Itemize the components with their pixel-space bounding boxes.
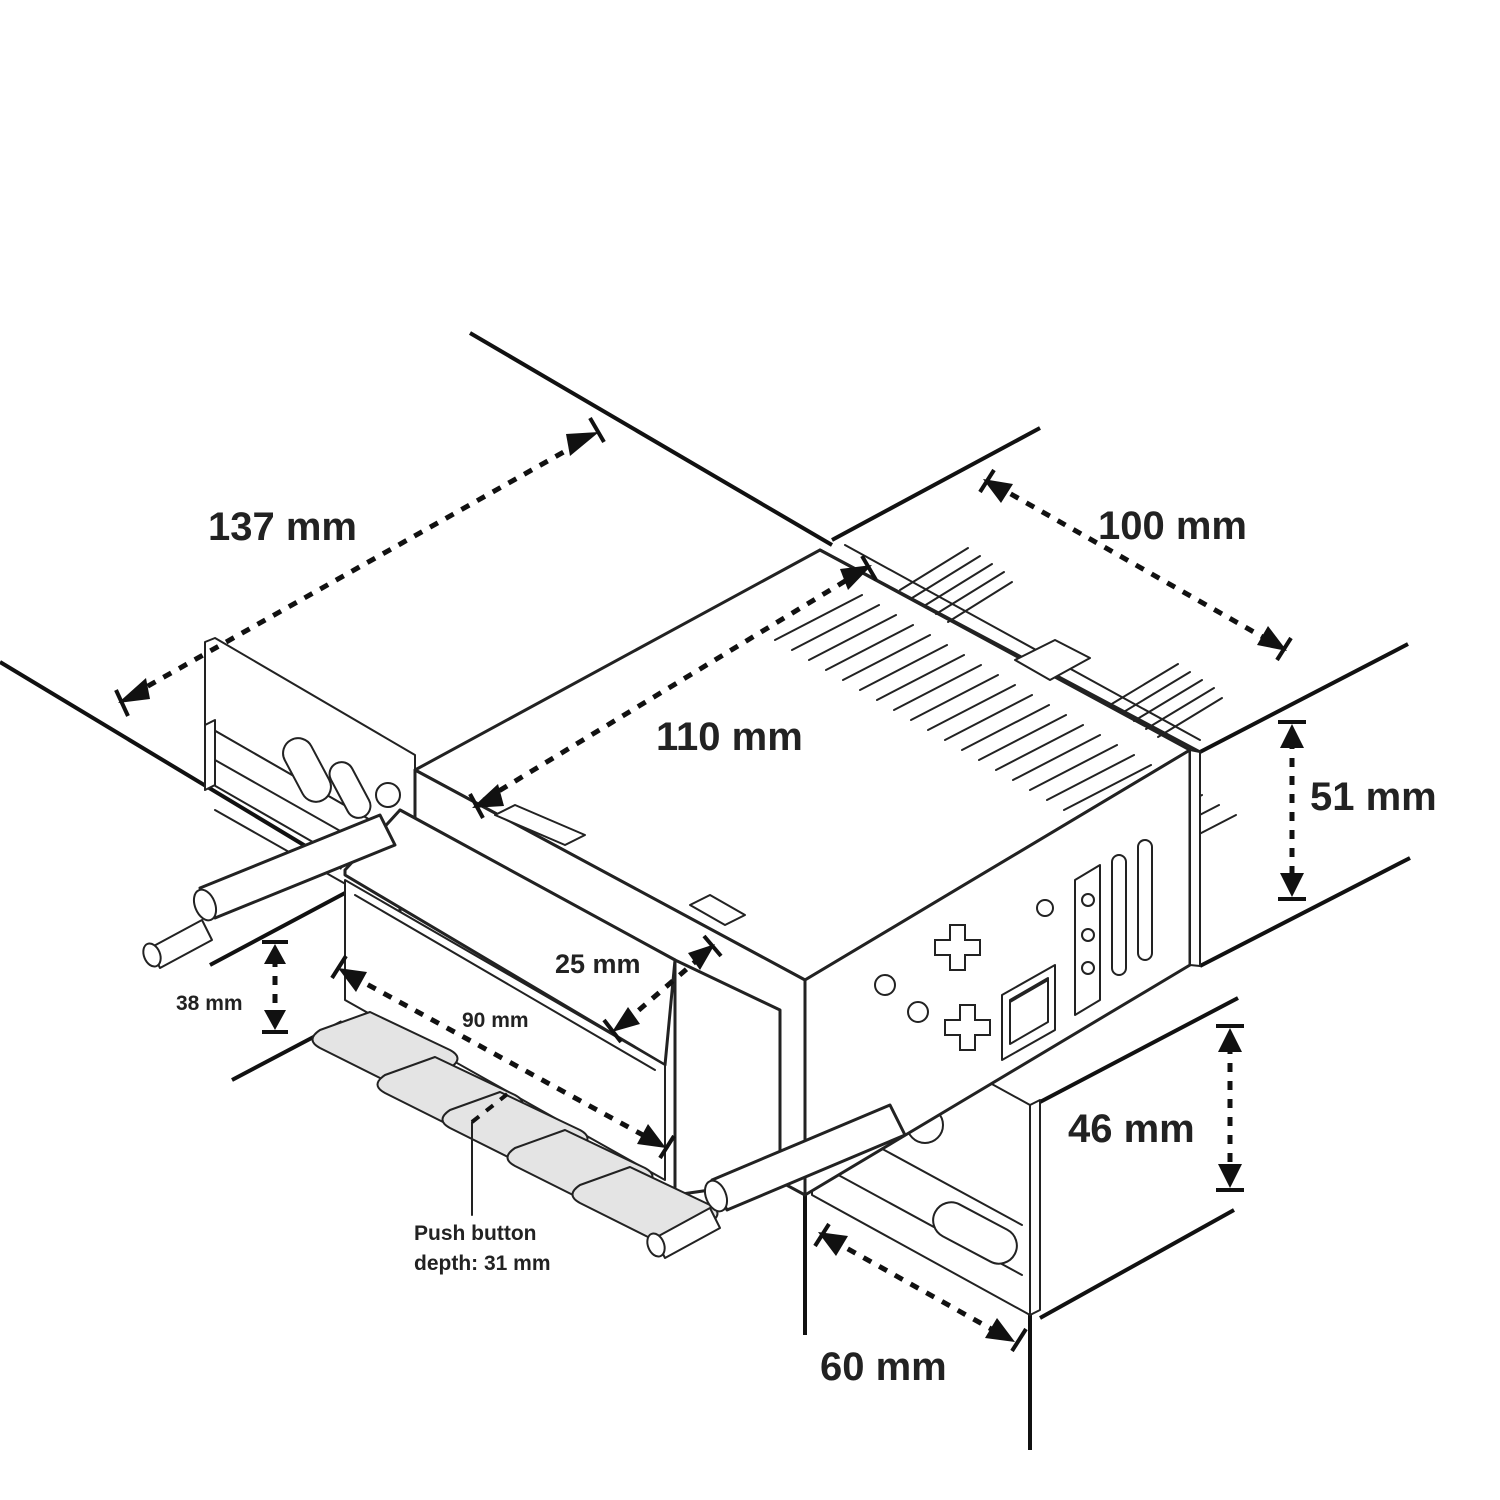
label-90mm: 90 mm: [462, 1009, 529, 1032]
left-shaft: [142, 813, 397, 969]
label-51mm: 51 mm: [1310, 775, 1437, 819]
extension-lines: [0, 331, 1411, 1450]
push-button-label: Push button: [414, 1222, 536, 1245]
label-110mm: 110 mm: [656, 715, 803, 759]
right-body-side: [803, 748, 1201, 1197]
label-100mm: 100 mm: [1098, 504, 1247, 548]
label-46mm: 46 mm: [1068, 1107, 1195, 1151]
label-60mm: 60 mm: [820, 1345, 947, 1389]
dimension-arrows: [114, 416, 1306, 1353]
label-25mm: 25 mm: [555, 949, 641, 979]
label-137mm: 137 mm: [208, 505, 357, 549]
dimension-labels: 137 mm 100 mm 110 mm 51 mm 46 mm 60 mm 3…: [176, 504, 1437, 1389]
right-shaft: [646, 1103, 907, 1259]
rear-connectors: [899, 547, 1223, 738]
push-button-depth-label: depth: 31 mm: [414, 1252, 551, 1275]
front-body: [343, 768, 807, 1197]
label-38mm: 38 mm: [176, 992, 243, 1015]
